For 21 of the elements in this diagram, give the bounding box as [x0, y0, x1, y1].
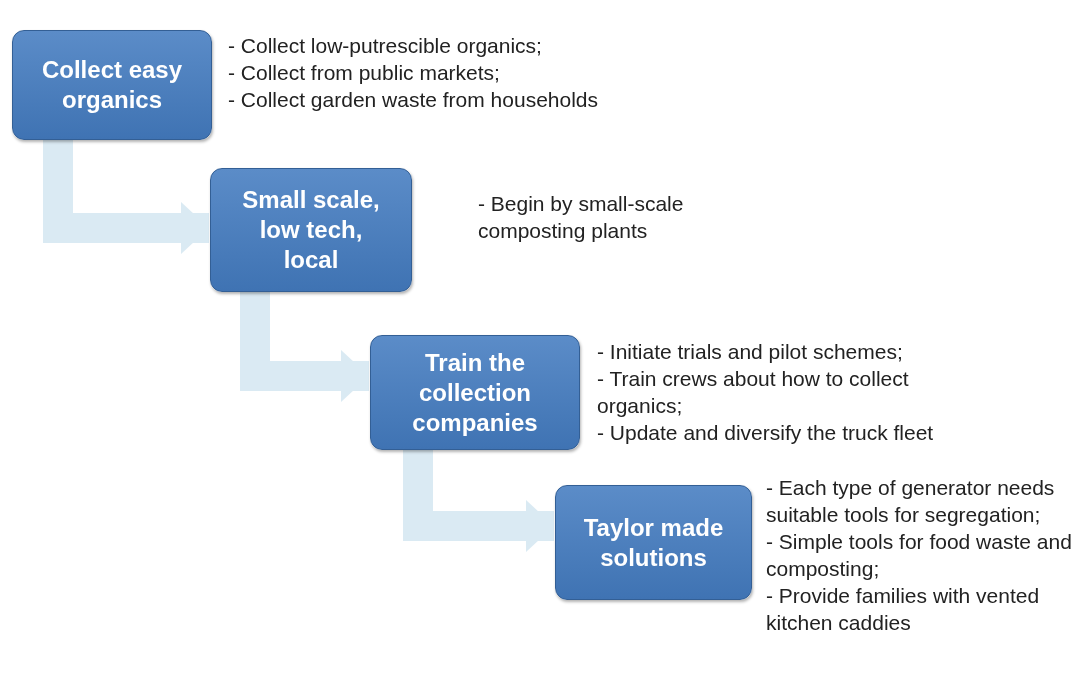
elbow-arrow [240, 292, 369, 402]
step-box [370, 335, 580, 450]
bullet-text: - Each type of generator needs suitable tools for segregation; [766, 475, 1056, 528]
elbow-arrow [43, 140, 209, 254]
elbow-arrow [403, 450, 554, 552]
bullet-text: - Collect low-putrescible organics; [228, 33, 543, 59]
step-title: Train the collection companies [411, 347, 539, 438]
step-title: Small scale, low tech, local [241, 185, 381, 275]
bullet-text: - Provide families with vented kitchen caddies [766, 583, 1041, 636]
step-box [12, 30, 212, 140]
step-box [210, 168, 412, 292]
bullet-text: - Collect garden waste from households [228, 87, 600, 113]
bullet-text: - Collect from public markets; [228, 60, 501, 86]
step-box [555, 485, 752, 600]
bullet-text: - Update and diversify the truck fleet [597, 420, 935, 446]
bullet-text: - Train crews about how to collect organics; [597, 366, 910, 419]
bullet-text: - Begin by small-scale composting plants [478, 191, 685, 244]
bullet-text: - Simple tools for food waste and composting; [766, 529, 1073, 582]
step-title: Taylor made solutions [582, 512, 725, 573]
step-title: Collect easy organics [40, 55, 184, 115]
bullet-text: - Initiate trials and pilot schemes; [597, 339, 904, 365]
